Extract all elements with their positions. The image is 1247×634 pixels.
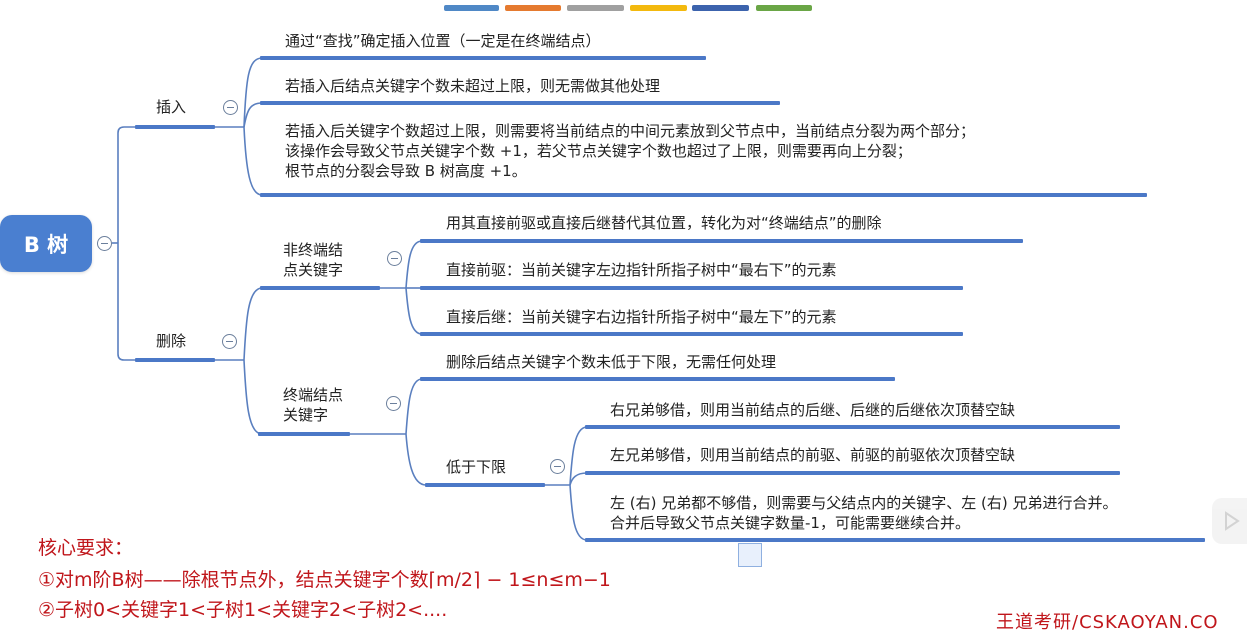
below-limit-child-2[interactable]: 左兄弟够借，则用当前结点的前驱、前驱的前驱依次顶替空缺 xyxy=(610,446,1016,464)
insert-branch-underline xyxy=(135,125,215,129)
play-icon xyxy=(1225,511,1240,531)
non-terminal-child-2[interactable]: 直接前驱：当前关键字左边指针所指子树中“最右下”的元素 xyxy=(446,261,837,279)
insert-child-3-underline xyxy=(260,193,1147,197)
core-requirement-1: ①对m阶B树——除根节点外，结点关键字个数⌈m/2⌉ − 1≤n≤m−1 xyxy=(38,569,611,591)
color-bar-green[interactable] xyxy=(756,5,812,11)
terminal-collapse-toggle[interactable] xyxy=(386,396,401,411)
play-button[interactable] xyxy=(1212,498,1247,544)
insert-collapse-toggle[interactable] xyxy=(223,100,238,115)
non-terminal-child-3[interactable]: 直接后继：当前关键字右边指针所指子树中“最左下”的元素 xyxy=(446,308,837,326)
non-terminal-key-underline xyxy=(260,286,380,290)
color-bar-dark-blue[interactable] xyxy=(692,5,749,11)
terminal-key-underline xyxy=(258,432,350,436)
terminal-child-1[interactable]: 删除后结点关键字个数未低于下限，无需任何处理 xyxy=(446,353,777,371)
watermark: 王道考研/CSKAOYAN.CO xyxy=(996,612,1219,633)
root-node-label: B 树 xyxy=(23,232,69,257)
non-terminal-child-1[interactable]: 用其直接前驱或直接后继替代其位置，转化为对“终端结点”的删除 xyxy=(446,214,882,232)
color-bar-blue[interactable] xyxy=(444,5,499,11)
color-bar-gray[interactable] xyxy=(567,5,624,11)
below-limit-underline xyxy=(425,483,545,487)
below-limit-child-3-underline xyxy=(585,538,1205,542)
below-limit-label[interactable]: 低于下限 xyxy=(446,458,507,476)
insert-child-1[interactable]: 通过“查找”确定插入位置（一定是在终端结点） xyxy=(285,32,601,50)
below-limit-child-2-underline xyxy=(585,471,1120,475)
core-requirement-2: ②子树0<关键字1<子树1<关键字2<子树2<.... xyxy=(38,599,448,621)
delete-collapse-toggle[interactable] xyxy=(222,334,237,349)
root-collapse-toggle[interactable] xyxy=(97,236,112,251)
below-limit-child-3[interactable]: 左 (右) 兄弟都不够借，则需要与父结点内的关键字、左 (右) 兄弟进行合并。 … xyxy=(610,494,1118,532)
non-terminal-child-2-underline xyxy=(420,286,963,290)
root-node-b-tree[interactable]: B 树 xyxy=(0,215,92,272)
delete-branch-label[interactable]: 删除 xyxy=(156,332,187,350)
color-bar-yellow[interactable] xyxy=(630,5,687,11)
delete-branch-underline xyxy=(135,358,215,362)
terminal-child-1-underline xyxy=(420,377,895,381)
non-terminal-child-3-underline xyxy=(420,332,963,336)
below-limit-child-1-underline xyxy=(585,425,1120,429)
non-terminal-child-1-underline xyxy=(420,239,1023,243)
insert-child-1-underline xyxy=(260,56,706,60)
core-requirements-title: 核心要求： xyxy=(38,537,134,559)
non-terminal-key-label[interactable]: 非终端结 点关键字 xyxy=(283,241,344,279)
non-terminal-collapse-toggle[interactable] xyxy=(387,251,402,266)
insert-child-3[interactable]: 若插入后关键字个数超过上限，则需要将当前结点的中间元素放到父节点中，当前结点分裂… xyxy=(285,122,976,180)
insert-child-2[interactable]: 若插入后结点关键字个数未超过上限，则无需做其他处理 xyxy=(285,77,661,95)
color-bar-orange[interactable] xyxy=(505,5,561,11)
floating-widget-icon[interactable] xyxy=(738,543,762,567)
insert-child-2-underline xyxy=(260,101,780,105)
below-limit-child-1[interactable]: 右兄弟够借，则用当前结点的后继、后继的后继依次顶替空缺 xyxy=(610,401,1016,419)
insert-branch-label[interactable]: 插入 xyxy=(156,98,187,116)
below-limit-collapse-toggle[interactable] xyxy=(550,459,565,474)
terminal-key-label[interactable]: 终端结点 关键字 xyxy=(283,386,344,424)
